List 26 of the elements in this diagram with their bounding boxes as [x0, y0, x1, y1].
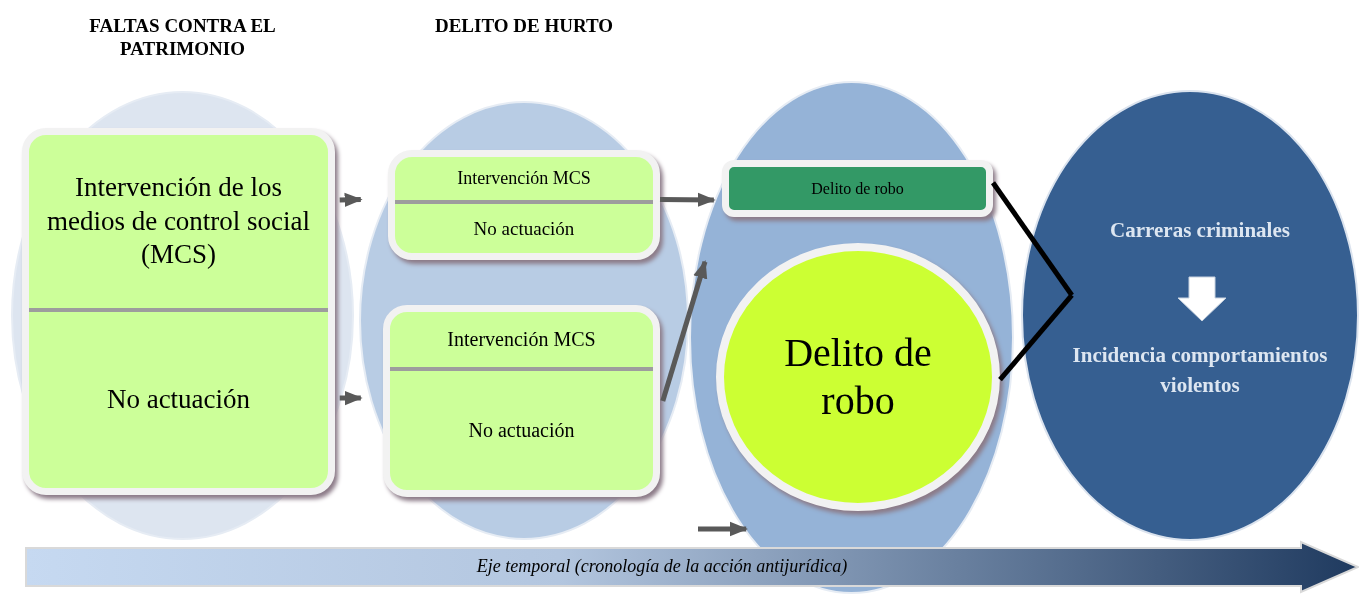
box-text: Delito de robo	[811, 179, 904, 198]
box-text: No actuación	[468, 418, 575, 443]
process-box	[22, 128, 335, 495]
box-heading: Intervención MCS	[447, 327, 596, 352]
process-box	[383, 305, 660, 497]
stage-heading: FALTAS CONTRA EL PATRIMONIO	[88, 14, 277, 60]
connector-line	[990, 181, 1074, 297]
box-text: No actuación	[473, 216, 575, 241]
ellipse-text: Carreras criminales	[1109, 217, 1291, 244]
arrow	[660, 260, 708, 402]
timeline-label: Eje temporal (cronología de la acción antijurídica)	[475, 555, 849, 577]
arrow	[660, 192, 716, 207]
box-heading: Intervención de los medios de control social (MCS)	[45, 170, 312, 272]
timeline-arrow	[25, 541, 1359, 593]
circle-text: Delito de robo	[783, 329, 933, 425]
stage-heading: DELITO DE HURTO	[433, 14, 615, 37]
outcome-ellipse	[1020, 90, 1359, 541]
ellipse-text: Incidencia comportamientos violentos	[1071, 342, 1329, 399]
process-box	[722, 160, 993, 217]
arrow	[339, 192, 363, 208]
process-box	[388, 150, 660, 260]
arrow	[339, 390, 363, 406]
arrow	[698, 521, 748, 537]
box-heading: Intervención MCS	[457, 167, 591, 190]
box-text: No actuación	[106, 383, 251, 417]
stage-ellipse	[688, 80, 1015, 595]
